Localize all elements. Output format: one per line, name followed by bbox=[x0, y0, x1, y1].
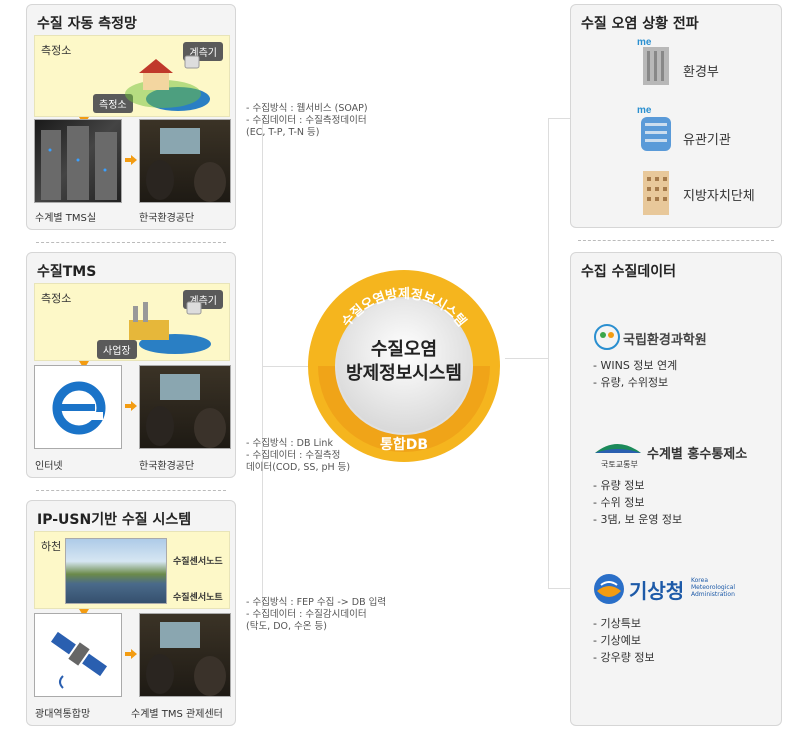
ministry-label: 환경부 bbox=[683, 65, 719, 80]
site-label: 측정소 bbox=[41, 292, 72, 305]
caption-keco: 한국환경공단 bbox=[139, 213, 195, 224]
org-nier-items: - WINS 정보 연계- 유량, 수위정보 bbox=[593, 359, 678, 389]
ministry-building-icon: me bbox=[637, 37, 669, 85]
agency-building-icon: me bbox=[637, 105, 671, 151]
caption-keco: 한국환경공단 bbox=[139, 461, 195, 472]
tms-room-photo bbox=[34, 119, 122, 203]
org-flood-name: 수계별 홍수통제소 bbox=[647, 447, 748, 462]
site-label: 측정소 bbox=[41, 44, 72, 57]
molit-logo-icon bbox=[595, 444, 641, 453]
satellite-photo bbox=[34, 613, 122, 697]
divider bbox=[578, 240, 774, 241]
center-h-line bbox=[262, 366, 308, 367]
panel-title: 수질 오염 상황 전파 bbox=[581, 16, 699, 32]
panel-title: 수집 수질데이터 bbox=[581, 264, 677, 280]
factory-icon bbox=[129, 301, 211, 354]
ring-graphic: 수질오염방제정보시스템 bbox=[308, 270, 500, 462]
agency-label: 유관기관 bbox=[683, 133, 731, 148]
tms-control-photo bbox=[139, 613, 231, 697]
org-flood-sub: 국토교통부 bbox=[601, 460, 638, 469]
keco-photo bbox=[139, 119, 231, 203]
ring-bottom-label: 통합DB bbox=[379, 437, 429, 453]
sensor-node-2: 수질센서노트 bbox=[173, 593, 223, 603]
right-arrow bbox=[125, 155, 137, 165]
divider bbox=[36, 242, 226, 243]
site-box: 하천 수질센서노드 수질센서노트 bbox=[34, 531, 230, 609]
org-nier-name: 국립환경과학원 bbox=[623, 333, 707, 348]
right-arrow bbox=[125, 401, 137, 411]
caption-tms-control: 수계별 TMS 관제센터 bbox=[131, 709, 223, 720]
panel-water-tms: 수질TMS 측정소 계측기 사업장 인터넷 한국환경공단 bbox=[26, 252, 236, 478]
site-label: 하천 bbox=[41, 540, 62, 553]
site-box: 측정소 계측기 사업장 bbox=[34, 283, 230, 361]
house-lake-icon bbox=[125, 55, 210, 111]
right-vertical-line bbox=[548, 118, 549, 588]
panel-auto-monitoring: 수질 자동 측정망 측정소 계측기 측정소 수계별 TMS실 한국환경공단 bbox=[26, 4, 236, 230]
keco-photo bbox=[139, 365, 231, 449]
nier-logo-icon bbox=[594, 324, 620, 350]
divider bbox=[36, 490, 226, 491]
factory-tag: 사업장 bbox=[97, 340, 137, 359]
panel-ip-usn: IP-USN기반 수질 시스템 하천 수질센서노드 수질센서노트 광대역통합망 … bbox=[26, 500, 236, 726]
center-vertical-line bbox=[262, 118, 263, 608]
org-flood-items: - 유량 정보- 수위 정보- 3댐, 보 운영 정보 bbox=[593, 479, 683, 526]
panel-collected-data: 수집 수질데이터 국립환경과학원 - WINS 정보 연계- 유량, 수위정보 … bbox=[570, 252, 782, 726]
station-tag: 측정소 bbox=[93, 94, 133, 113]
caption-broadband: 광대역통합망 bbox=[35, 709, 91, 720]
caption-internet: 인터넷 bbox=[35, 461, 63, 472]
right-h-line-bottom bbox=[548, 588, 570, 589]
right-h-line-top bbox=[548, 118, 570, 119]
sensor-node-1: 수질센서노드 bbox=[173, 557, 223, 567]
right-h-line-center bbox=[505, 358, 549, 359]
internet-photo bbox=[34, 365, 122, 449]
panel-title: 수질TMS bbox=[37, 264, 97, 280]
panel-title: 수질 자동 측정망 bbox=[37, 16, 137, 32]
river-photo bbox=[65, 538, 167, 604]
local-gov-label: 지방자치단체 bbox=[683, 189, 755, 204]
right-arrow bbox=[125, 649, 137, 659]
local-gov-building-icon bbox=[643, 171, 669, 215]
panel-title: IP-USN기반 수질 시스템 bbox=[37, 512, 192, 528]
panel-pollution-spread: 수질 오염 상황 전파 me 환경부 me 유관기관 지방자치단체 bbox=[570, 4, 782, 228]
svg-text:me: me bbox=[637, 37, 652, 48]
collection-note-1: - 수집방식 : 웹서비스 (SOAP)- 수집데이터 : 수질측정데이터(EC… bbox=[246, 103, 368, 138]
collection-note-3: - 수집방식 : FEP 수집 -> DB 입력- 수집데이터 : 수질감시데이… bbox=[246, 597, 387, 632]
caption-tms-room: 수계별 TMS실 bbox=[35, 213, 97, 224]
org-kma-items: - 기상특보- 기상예보- 강우량 정보 bbox=[593, 617, 655, 664]
svg-text:me: me bbox=[637, 105, 652, 116]
site-box: 측정소 계측기 측정소 bbox=[34, 35, 230, 117]
kma-logo-icon bbox=[594, 574, 624, 604]
org-kma-name: 기상청 bbox=[629, 579, 685, 603]
